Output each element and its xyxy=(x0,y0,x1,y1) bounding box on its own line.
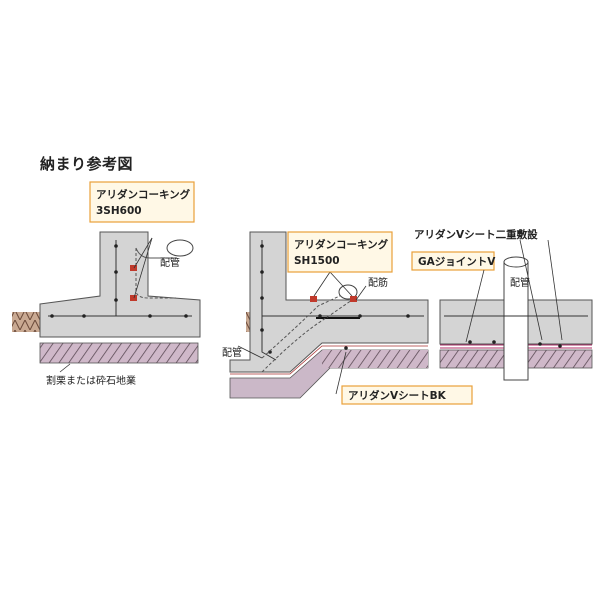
gravel-left xyxy=(39,342,199,364)
label-pipe-right: 配管 xyxy=(510,276,530,289)
right-detail: 配管 アリダンVシート二重敷設 GAジョイントV xyxy=(411,228,593,381)
label-gravel: 割栗または砕石地業 xyxy=(46,374,136,387)
sealant-mid-1 xyxy=(310,296,317,302)
label-caulk-sh1500-1: アリダンコーキング xyxy=(294,238,389,251)
sealant-left-2 xyxy=(130,295,137,301)
sealant-mid-2 xyxy=(350,296,357,302)
label-box-sheet-bk xyxy=(341,385,473,405)
label-pipe-left: 配管 xyxy=(160,256,180,269)
label-box-3sh600 xyxy=(89,181,195,223)
rebar-mid xyxy=(261,240,277,361)
label-ga-joint: GAジョイントV xyxy=(418,256,496,268)
label-sheet-double: アリダンVシート二重敷設 xyxy=(414,228,538,241)
label-pipe-mid: 配管 xyxy=(222,346,242,359)
label-caulk-3sh600-1: アリダンコーキング xyxy=(96,188,191,201)
middle-detail: アリダンコーキング SH1500 配筋 配管 アリダンVシートBK xyxy=(222,231,473,405)
label-caulk-3sh600-2: 3SH600 xyxy=(96,205,142,217)
label-sheet-bk: アリダンVシートBK xyxy=(348,389,447,402)
label-caulk-sh1500-2: SH1500 xyxy=(294,255,340,267)
slab-left xyxy=(39,231,201,338)
label-box-ga-joint xyxy=(411,251,495,271)
label-box-sh1500 xyxy=(287,231,393,273)
label-rebar: 配筋 xyxy=(368,276,388,289)
sealant-left-1 xyxy=(130,265,137,271)
page-title: 納まり参考図 xyxy=(40,155,134,173)
left-detail: 配管 アリダンコーキング 3SH600 割栗または砕石地業 xyxy=(12,181,201,387)
pipe-left xyxy=(166,239,194,257)
sheet-bk-line xyxy=(230,345,428,375)
